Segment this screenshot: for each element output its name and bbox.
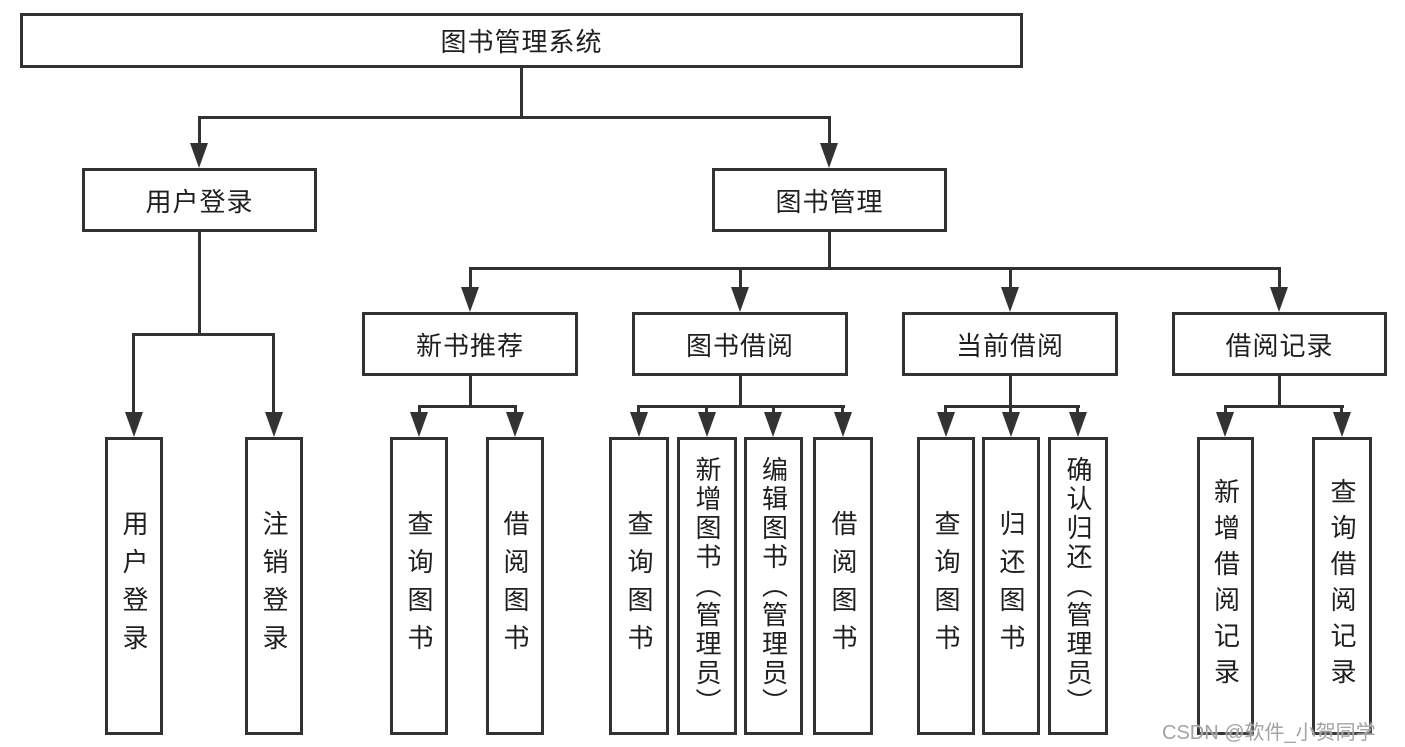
node-book-borrow: 图书借阅 bbox=[632, 312, 848, 376]
node-leaf-newbook-borrow: 借阅图书 bbox=[486, 437, 544, 735]
node-leaf-borrow-add-label: 新增图书（管理员） bbox=[692, 455, 722, 717]
connector-leaf-drop bbox=[1076, 405, 1079, 414]
connector-leaf-drop bbox=[772, 405, 775, 414]
connector-book-borrow-stem bbox=[739, 376, 742, 407]
connector-book-management-stem bbox=[828, 232, 831, 269]
arrow-down-icon bbox=[834, 412, 852, 437]
connector-leaf-drop bbox=[1009, 405, 1012, 414]
arrow-down-icon bbox=[506, 412, 524, 437]
node-leaf-current-return-label: 归还图书 bbox=[996, 510, 1026, 662]
arrow-down-icon bbox=[190, 143, 208, 168]
connector-leaf-drop bbox=[637, 405, 640, 414]
connector-leaf-drop bbox=[418, 405, 421, 414]
node-leaf-record-query-label: 查询借阅记录 bbox=[1327, 478, 1357, 694]
arrow-down-icon bbox=[1069, 412, 1087, 437]
arrow-down-icon bbox=[698, 412, 716, 437]
connector-to-borrow-record bbox=[1278, 267, 1281, 288]
node-new-book-recommend-label: 新书推荐 bbox=[415, 330, 524, 361]
csdn-watermark: CSDN @软件_小贺同学 bbox=[1162, 722, 1376, 744]
node-leaf-current-return: 归还图书 bbox=[982, 437, 1040, 735]
arrow-down-icon bbox=[1002, 412, 1020, 437]
node-current-borrow-label: 当前借阅 bbox=[955, 330, 1064, 361]
node-new-book-recommend: 新书推荐 bbox=[362, 312, 578, 376]
connector-borrow-record-bar bbox=[1224, 405, 1344, 408]
node-leaf-current-query: 查询图书 bbox=[917, 437, 975, 735]
connector-leaf-drop bbox=[1340, 405, 1343, 414]
node-root-label: 图书管理系统 bbox=[440, 27, 603, 57]
node-leaf-newbook-query-label: 查询图书 bbox=[404, 510, 434, 662]
connector-current-borrow-bar bbox=[944, 405, 1080, 408]
node-leaf-borrow-borrow: 借阅图书 bbox=[813, 437, 873, 735]
connector-to-book-borrow bbox=[739, 267, 742, 288]
connector-new-book-stem bbox=[469, 376, 472, 407]
arrow-down-icon bbox=[125, 412, 143, 437]
node-current-borrow: 当前借阅 bbox=[902, 312, 1118, 376]
connector-to-leaf-logout bbox=[272, 333, 275, 413]
connector-leaf-drop bbox=[944, 405, 947, 414]
node-leaf-newbook-query: 查询图书 bbox=[390, 437, 448, 735]
arrow-down-icon bbox=[630, 412, 648, 437]
node-leaf-record-add-label: 新增借阅记录 bbox=[1210, 478, 1241, 694]
node-leaf-record-add: 新增借阅记录 bbox=[1197, 437, 1254, 735]
arrow-down-icon bbox=[1001, 287, 1019, 312]
node-leaf-logout-login-label: 注销登录 bbox=[259, 510, 289, 662]
connector-borrow-record-stem bbox=[1278, 376, 1281, 407]
arrow-down-icon bbox=[1216, 412, 1234, 437]
node-book-management: 图书管理 bbox=[712, 168, 947, 232]
connector-book-borrow-bar bbox=[638, 405, 845, 408]
arrow-down-icon bbox=[265, 412, 283, 437]
connector-book-management-bar bbox=[469, 267, 1281, 270]
connector-to-current-borrow bbox=[1009, 267, 1012, 288]
connector-to-leaf-user-login bbox=[132, 333, 135, 413]
node-leaf-current-query-label: 查询图书 bbox=[931, 510, 961, 662]
connector-leaf-drop bbox=[841, 405, 844, 414]
node-book-borrow-label: 图书借阅 bbox=[685, 330, 794, 361]
node-leaf-record-query: 查询借阅记录 bbox=[1312, 437, 1372, 735]
node-leaf-borrow-query: 查询图书 bbox=[609, 437, 669, 735]
connector-user-login-stem bbox=[198, 232, 201, 335]
node-borrow-record: 借阅记录 bbox=[1172, 312, 1387, 376]
node-leaf-borrow-edit-label: 编辑图书（管理员） bbox=[758, 455, 789, 717]
arrow-down-icon bbox=[731, 287, 749, 312]
node-leaf-newbook-borrow-label: 借阅图书 bbox=[500, 510, 530, 662]
arrow-down-icon bbox=[461, 287, 479, 312]
connector-to-book-management bbox=[828, 116, 831, 144]
node-leaf-current-confirm-label: 确认归还（管理员） bbox=[1063, 455, 1093, 717]
node-root: 图书管理系统 bbox=[20, 13, 1023, 68]
node-book-management-label: 图书管理 bbox=[775, 186, 884, 217]
connector-new-book-bar bbox=[418, 405, 517, 408]
arrow-down-icon bbox=[764, 412, 782, 437]
arrow-down-icon bbox=[1270, 287, 1288, 312]
connector-leaf-drop bbox=[705, 405, 708, 414]
connector-root-stem bbox=[520, 68, 523, 117]
connector-to-new-book-recommend bbox=[469, 267, 472, 288]
node-leaf-user-login: 用户登录 bbox=[105, 437, 163, 735]
node-user-login-label: 用户登录 bbox=[145, 186, 254, 217]
connector-leaf-drop bbox=[1224, 405, 1227, 414]
node-leaf-user-login-label: 用户登录 bbox=[119, 510, 149, 662]
connector-root-bar bbox=[198, 116, 831, 119]
connector-user-login-bar bbox=[132, 333, 275, 336]
arrow-down-icon bbox=[1333, 412, 1351, 437]
arrow-down-icon bbox=[937, 412, 955, 437]
node-leaf-borrow-add: 新增图书（管理员） bbox=[677, 437, 737, 735]
connector-current-borrow-stem bbox=[1009, 376, 1012, 407]
node-user-login: 用户登录 bbox=[82, 168, 317, 232]
node-leaf-borrow-edit: 编辑图书（管理员） bbox=[744, 437, 803, 735]
connector-leaf-drop bbox=[514, 405, 517, 414]
arrow-down-icon bbox=[820, 143, 838, 168]
arrow-down-icon bbox=[410, 412, 428, 437]
connector-to-user-login bbox=[198, 116, 201, 144]
node-leaf-logout-login: 注销登录 bbox=[245, 437, 303, 735]
node-leaf-borrow-query-label: 查询图书 bbox=[624, 510, 654, 662]
node-leaf-borrow-borrow-label: 借阅图书 bbox=[828, 510, 858, 662]
node-leaf-current-confirm: 确认归还（管理员） bbox=[1048, 437, 1108, 735]
node-borrow-record-label: 借阅记录 bbox=[1225, 330, 1334, 361]
